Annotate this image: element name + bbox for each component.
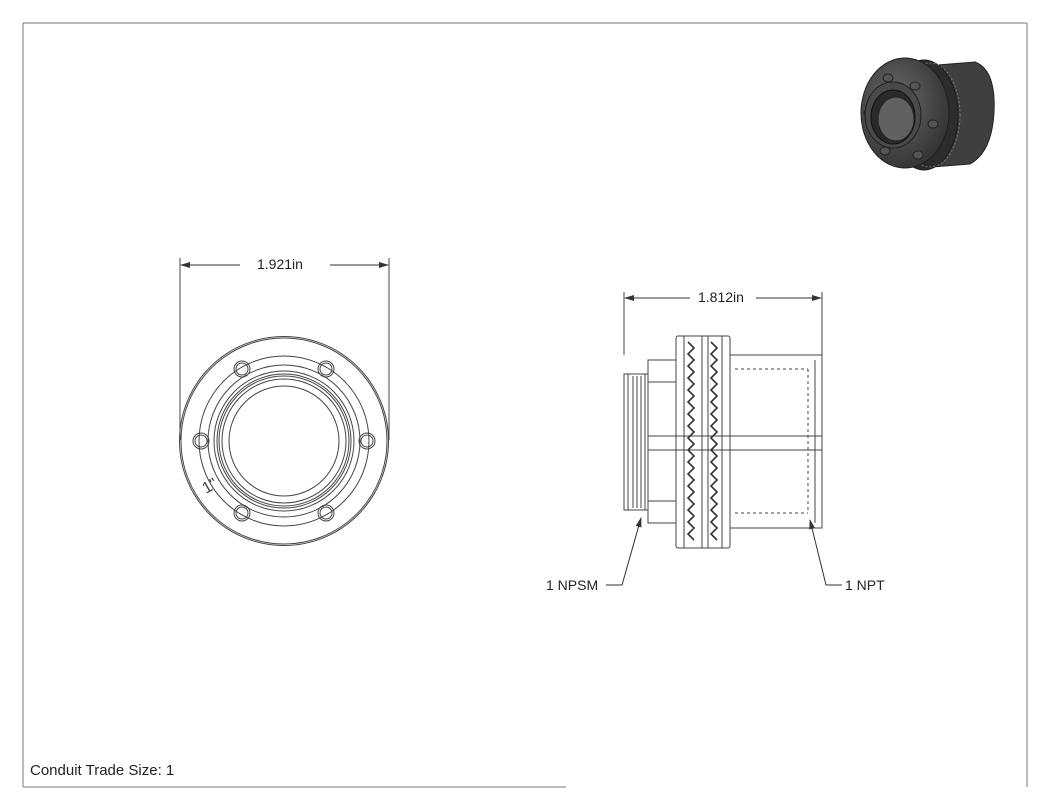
- npt-thread-callout: 1 NPT: [843, 577, 887, 593]
- sheet-border: [22, 22, 1028, 788]
- hub-body: [729, 354, 823, 529]
- flange-outline: [179, 336, 389, 546]
- nut-body: [198, 355, 370, 527]
- npsm-thread-callout: 1 NPSM: [544, 577, 601, 593]
- knurled-band-right: [709, 341, 719, 541]
- front-view: 1": [179, 258, 390, 546]
- bolt-holes: [192, 360, 376, 522]
- isometric-view: [860, 57, 995, 171]
- npsm-thread-stub: [623, 373, 649, 511]
- shoulder: [647, 359, 677, 524]
- bore: [228, 385, 340, 497]
- thread-ring: [213, 370, 355, 512]
- locknut: [675, 335, 731, 549]
- front-width-dimension-label: 1.921in: [255, 256, 305, 272]
- side-view: [606, 292, 842, 586]
- conduit-trade-size-note: Conduit Trade Size: 1: [30, 762, 175, 779]
- side-length-dimension-label: 1.812in: [696, 289, 746, 305]
- knurled-band-left: [686, 341, 696, 541]
